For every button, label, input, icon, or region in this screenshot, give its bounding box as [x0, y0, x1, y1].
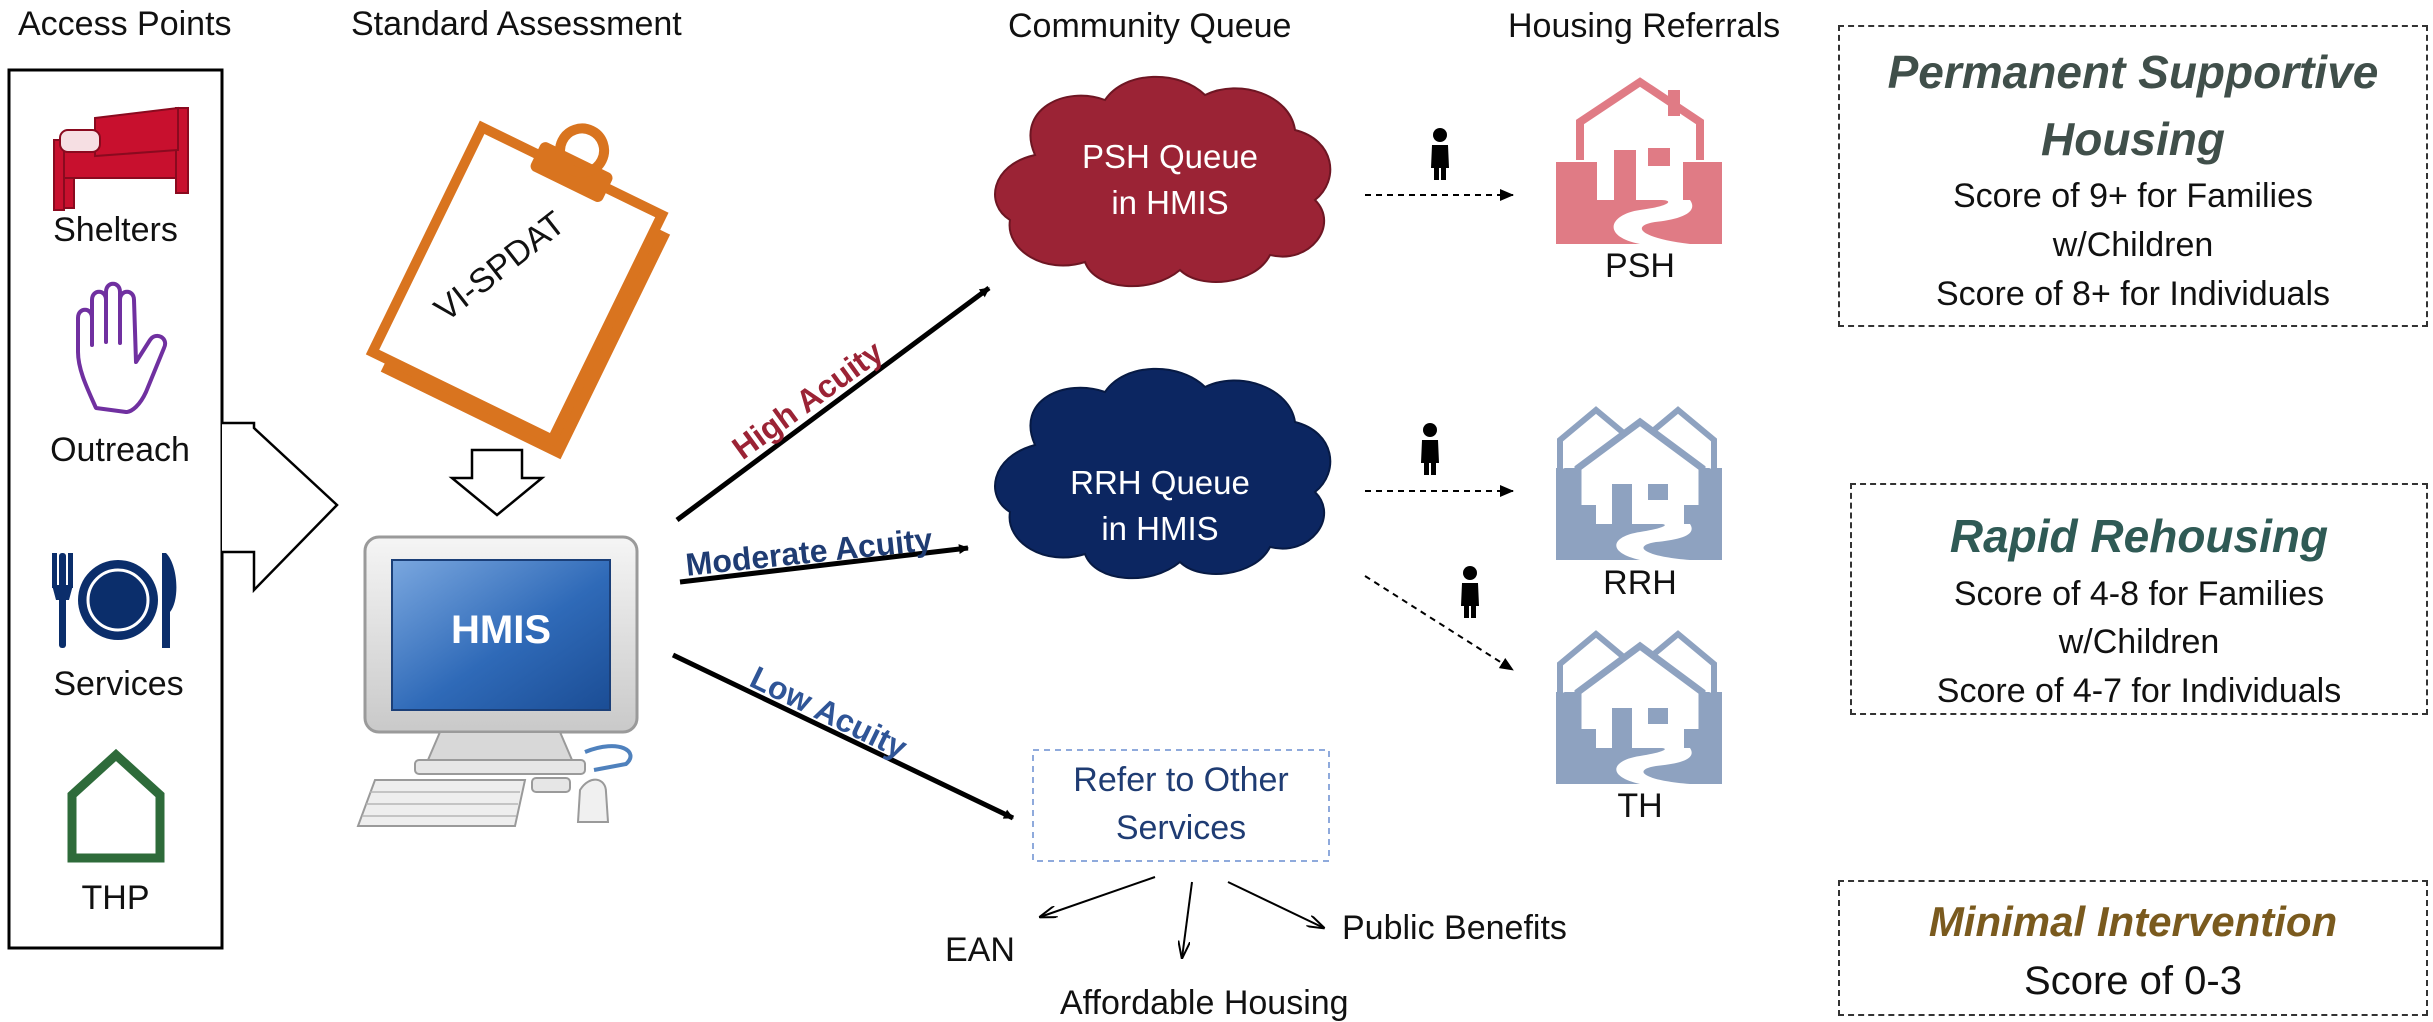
clipboard-icon	[365, 120, 671, 460]
single-house-icon	[1556, 77, 1722, 244]
rrh-info-title: Rapid Rehousing	[1949, 510, 2329, 562]
branch-label-ean: EAN	[945, 931, 1015, 969]
header-standard-assessment: Standard Assessment	[351, 5, 682, 43]
psh-queue-line-2: in HMIS	[1111, 184, 1229, 222]
referral-label-rrh: RRH	[1603, 564, 1677, 602]
minimal-info-line-1: Score of 0-3	[2024, 958, 2242, 1003]
referral-label-psh: PSH	[1605, 247, 1675, 285]
header-community-queue: Community Queue	[1008, 7, 1292, 45]
psh-info-line-2: w/Children	[2052, 225, 2214, 264]
house-outline-icon	[67, 748, 165, 863]
info-box-permanent-supportive-housing: Permanent Supportive Housing Score of 9+…	[1838, 25, 2428, 327]
ean-branch-arrow	[1040, 876, 1156, 917]
refer-other-services-line-2: Services	[1115, 808, 1247, 847]
rrh-info-line-3: Score of 4-7 for Individuals	[1936, 671, 2342, 710]
plate-utensils-icon	[52, 553, 177, 648]
th-referral-arrow	[1364, 575, 1514, 671]
psh-info-title-line-2: Housing	[2041, 112, 2225, 165]
multi-house-icon	[1556, 406, 1722, 560]
person-icon	[1461, 566, 1479, 618]
computer-label: HMIS	[451, 608, 551, 652]
access-point-label-services: Services	[53, 665, 184, 703]
branch-label-affordable-housing: Affordable Housing	[1060, 984, 1349, 1022]
rrh-queue-line-2: in HMIS	[1101, 510, 1219, 548]
assessment-down-arrow	[448, 448, 546, 517]
computer-icon	[356, 535, 639, 827]
psh-info-title-line-1: Permanent Supportive	[1887, 46, 2379, 98]
header-housing-referrals: Housing Referrals	[1508, 7, 1781, 45]
refer-other-services-label: Refer to Other Services	[1033, 757, 1329, 852]
person-icon	[1431, 128, 1449, 180]
affordable-housing-branch-arrow	[1182, 881, 1193, 958]
access-to-assessment-arrow	[222, 421, 339, 594]
minimal-info-title: Minimal Intervention	[1928, 898, 2338, 945]
rrh-info-line-1: Score of 4-8 for Families	[1953, 574, 2325, 613]
referral-label-th: TH	[1617, 787, 1663, 825]
rrh-queue-line-1: RRH Queue	[1070, 464, 1250, 501]
person-icon	[1421, 423, 1439, 475]
rrh-queue-cloud	[994, 367, 1332, 580]
public-benefits-branch-arrow	[1227, 881, 1324, 928]
moderate-acuity-arrow	[679, 544, 969, 585]
rrh-info-line-2: w/Children	[2058, 623, 2220, 662]
psh-queue-label: PSH Queue in HMIS	[1020, 134, 1320, 226]
refer-other-services-box	[1032, 749, 1330, 862]
psh-queue-cloud	[994, 75, 1332, 288]
access-point-label-thp: THP	[81, 879, 150, 917]
low-acuity-arrow	[671, 652, 1015, 821]
access-point-label-outreach: Outreach	[50, 431, 190, 469]
multi-house-icon	[1556, 630, 1722, 784]
info-box-minimal-intervention: Minimal Intervention Score of 0-3	[1838, 880, 2428, 1016]
info-box-rapid-rehousing: Rapid Rehousing Score of 4-8 for Familie…	[1850, 483, 2428, 715]
bed-icon	[53, 106, 189, 211]
header-access-points: Access Points	[18, 5, 232, 43]
branch-label-public-benefits: Public Benefits	[1342, 909, 1567, 947]
hand-icon	[76, 281, 168, 414]
psh-queue-line-1: PSH Queue	[1081, 138, 1259, 175]
psh-info-line-1: Score of 9+ for Families	[1953, 177, 2313, 216]
psh-info-line-3: Score of 8+ for Individuals	[1935, 274, 2331, 313]
high-acuity-arrow	[675, 285, 991, 523]
access-point-label-shelters: Shelters	[53, 211, 178, 249]
rrh-queue-label: RRH Queue in HMIS	[1010, 460, 1310, 552]
refer-other-services-line-1: Refer to Other	[1073, 761, 1289, 799]
